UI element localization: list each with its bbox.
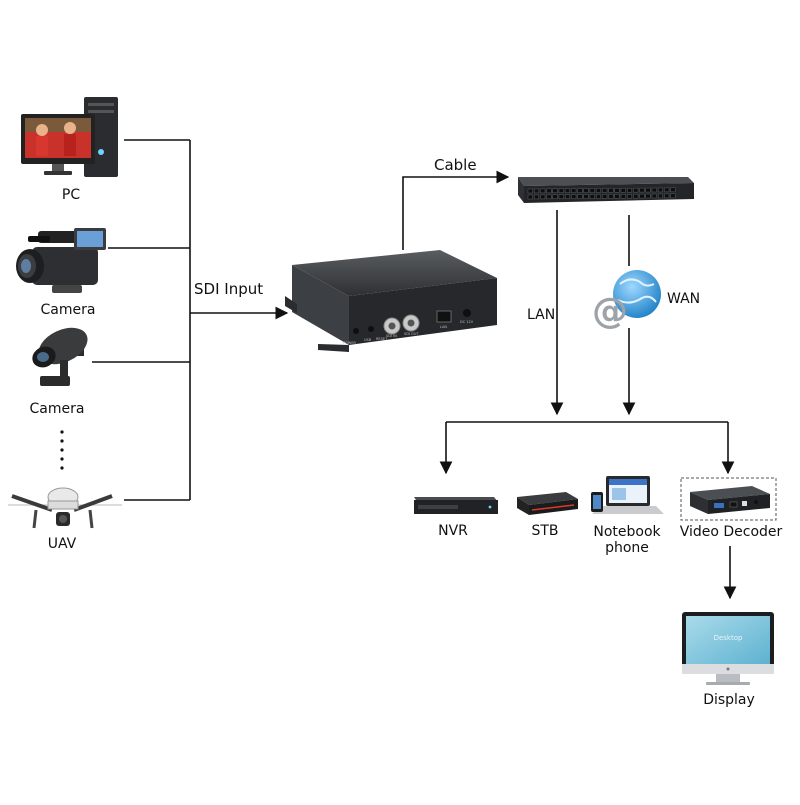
- switch-port: [596, 188, 602, 193]
- switch-port: [565, 188, 571, 193]
- nvr-label: NVR: [438, 523, 468, 539]
- camera-1-label: Camera: [40, 302, 96, 318]
- switch-port: [558, 194, 564, 199]
- mount-ear-bottom: [318, 344, 349, 352]
- lan-port: [436, 310, 452, 323]
- camera-2-label: Camera: [29, 401, 85, 417]
- switch-port: [633, 193, 639, 199]
- switch-port: [534, 194, 540, 200]
- switch-port: [633, 187, 639, 193]
- switch-port: [577, 188, 583, 193]
- switch-port: [589, 194, 595, 199]
- switch-port: [602, 188, 608, 193]
- sdi-encoder-device: POWER USB RESET SDI IN SDI OUT LAN DC 12…: [285, 250, 497, 352]
- encoder-port-label: RESET: [376, 337, 388, 341]
- network-switch-device: [518, 177, 694, 203]
- switch-port: [583, 194, 589, 199]
- switch-port: [608, 194, 614, 199]
- usb-port: [368, 326, 374, 332]
- drone-icon: [8, 487, 122, 529]
- switch-port: [527, 188, 533, 194]
- pc-label: PC: [61, 187, 81, 203]
- switch-port: [658, 193, 664, 199]
- switch-port: [627, 193, 633, 199]
- video-decoder-label: Video Decoder: [679, 524, 783, 540]
- display-label: Display: [703, 692, 755, 708]
- switch-port: [552, 188, 558, 194]
- switch-port: [639, 187, 645, 193]
- stb-label: STB: [531, 523, 559, 539]
- connection-lines: [92, 139, 737, 600]
- power-port: [353, 328, 359, 334]
- switch-port: [589, 188, 595, 193]
- switch-port: [608, 188, 614, 193]
- stb-device: [517, 492, 578, 515]
- switch-port: [645, 193, 651, 199]
- switch-port: [596, 194, 602, 199]
- encoder-port-label: SDI OUT: [404, 332, 419, 336]
- switch-port: [558, 188, 564, 193]
- notebook-phone-device: [591, 476, 664, 514]
- bnc-connector-in: [383, 317, 401, 335]
- nvr-device: [414, 497, 498, 514]
- at-sign-icon: @: [592, 291, 628, 332]
- switch-port: [565, 194, 571, 199]
- switch-port: [577, 194, 583, 199]
- switch-port: [540, 188, 546, 194]
- uav-label: UAV: [47, 536, 77, 552]
- switch-port: [602, 194, 608, 199]
- display-monitor: Desktop: [682, 612, 774, 685]
- switch-port: [664, 193, 670, 199]
- camcorder-icon: [16, 228, 106, 293]
- more-sources-dots: [60, 430, 64, 470]
- switch-port: [664, 187, 670, 193]
- switch-port: [540, 194, 546, 200]
- switch-port: [552, 194, 558, 200]
- encoder-port-label: POWER: [343, 341, 357, 345]
- pc-icon: [21, 97, 118, 177]
- switch-port: [527, 194, 533, 200]
- switch-port: [583, 188, 589, 193]
- encoder-port-label: SDI IN: [386, 334, 397, 338]
- dc-jack: [463, 309, 471, 317]
- switch-port: [571, 194, 577, 199]
- encoder-port-label: LAN: [440, 325, 447, 329]
- wan-globe-icon: @: [592, 270, 661, 332]
- switch-port: [546, 194, 552, 200]
- notebook-phone-label: Notebook phone: [593, 524, 661, 556]
- switch-port: [651, 187, 657, 193]
- video-decoder-device: [680, 477, 777, 521]
- encoder-port-label: USB: [364, 338, 372, 342]
- lan-label: LAN: [527, 307, 556, 323]
- wan-label: WAN: [667, 291, 701, 307]
- display-screen-text: Desktop: [714, 634, 743, 642]
- cable-arrow: [402, 170, 510, 250]
- switch-port: [670, 193, 676, 199]
- switch-port: [627, 187, 633, 193]
- switch-port: [534, 188, 540, 194]
- switch-port: [645, 187, 651, 193]
- security-camera-icon: [32, 327, 88, 386]
- switch-port: [670, 187, 676, 193]
- switch-port: [639, 193, 645, 199]
- sdi-input-label: SDI Input: [194, 280, 264, 298]
- mount-ear-left: [285, 296, 297, 313]
- switch-port: [614, 188, 620, 193]
- switch-port: [614, 194, 620, 199]
- encoder-port-label: DC 12V: [460, 320, 474, 324]
- cable-label: Cable: [434, 156, 477, 174]
- switch-port: [620, 188, 626, 193]
- switch-port: [546, 188, 552, 194]
- bnc-connector-out: [402, 314, 420, 332]
- decoder-highlight-frame: [680, 477, 777, 521]
- switch-port: [651, 193, 657, 199]
- switch-port-grid: [527, 187, 676, 200]
- switch-port: [620, 194, 626, 199]
- switch-port: [571, 188, 577, 193]
- switch-port: [658, 187, 664, 193]
